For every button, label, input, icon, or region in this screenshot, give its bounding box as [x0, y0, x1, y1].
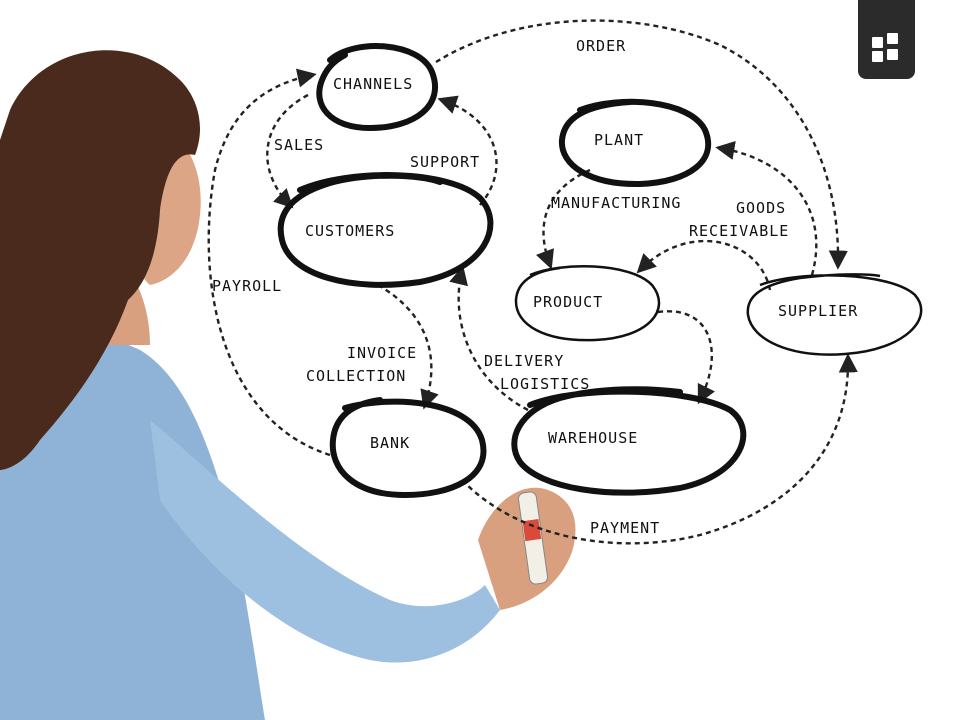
edge-invoice-collection	[377, 283, 439, 410]
edge-label-invoice: INVOICE	[347, 344, 417, 362]
marker-pen-band	[522, 519, 542, 542]
person-arm	[150, 420, 500, 663]
edge-label-delivery: DELIVERY	[484, 352, 564, 370]
grid-icon-cell	[872, 51, 883, 62]
node-channels: CHANNELS	[316, 43, 438, 132]
edge-label-sales: SALES	[274, 136, 324, 154]
diagram-edge-labels: ORDER SALES SUPPORT MANUFACTURING GOODS …	[212, 37, 789, 537]
edge-payroll	[207, 68, 331, 457]
edge-label-payroll: PAYROLL	[212, 277, 282, 295]
edge-label-order: ORDER	[576, 37, 626, 55]
grid-icon-cell	[887, 33, 898, 44]
edge-label-goods: GOODS	[736, 199, 786, 217]
node-label-plant: PLANT	[594, 131, 644, 149]
node-warehouse: WAREHOUSE	[511, 386, 747, 496]
edge-product-warehouse	[657, 310, 716, 405]
node-label-warehouse: WAREHOUSE	[548, 429, 638, 447]
edge-label-support: SUPPORT	[410, 153, 480, 171]
node-label-product: PRODUCT	[533, 293, 603, 311]
grid-icon-cell	[887, 49, 898, 60]
grid-icon	[872, 37, 883, 48]
edge-delivery-logistics	[449, 265, 529, 412]
edge-label-collection: COLLECTION	[306, 367, 406, 385]
edge-goods-receivable	[715, 140, 818, 276]
edge-supplier-product	[636, 239, 772, 291]
node-label-supplier: SUPPLIER	[778, 302, 858, 320]
node-bank: BANK	[329, 397, 487, 499]
edge-payment	[461, 353, 858, 545]
edge-order	[435, 19, 848, 270]
node-label-channels: CHANNELS	[333, 75, 413, 93]
node-label-customers: CUSTOMERS	[305, 222, 395, 240]
edge-label-payment: PAYMENT	[590, 519, 660, 537]
edge-sales	[266, 93, 309, 209]
person-jacket	[0, 336, 265, 720]
edge-label-receivable: RECEIVABLE	[689, 222, 789, 240]
node-plant: PLANT	[558, 98, 712, 188]
node-product: PRODUCT	[514, 264, 661, 342]
node-supplier: SUPPLIER	[746, 273, 923, 356]
node-customers: CUSTOMERS	[277, 172, 494, 288]
grid-menu-button[interactable]	[858, 0, 915, 79]
diagram-nodes: CHANNELS CUSTOMERS BANK PLANT PRODUCT WA…	[277, 43, 923, 499]
diagram-edges	[207, 19, 858, 545]
edge-label-manufacturing: MANUFACTURING	[551, 194, 681, 212]
edge-manufacturing	[535, 168, 591, 270]
person-hair	[0, 50, 200, 470]
edge-label-logistics: LOGISTICS	[500, 375, 590, 393]
node-label-bank: BANK	[370, 434, 410, 452]
person-figure	[0, 50, 576, 720]
